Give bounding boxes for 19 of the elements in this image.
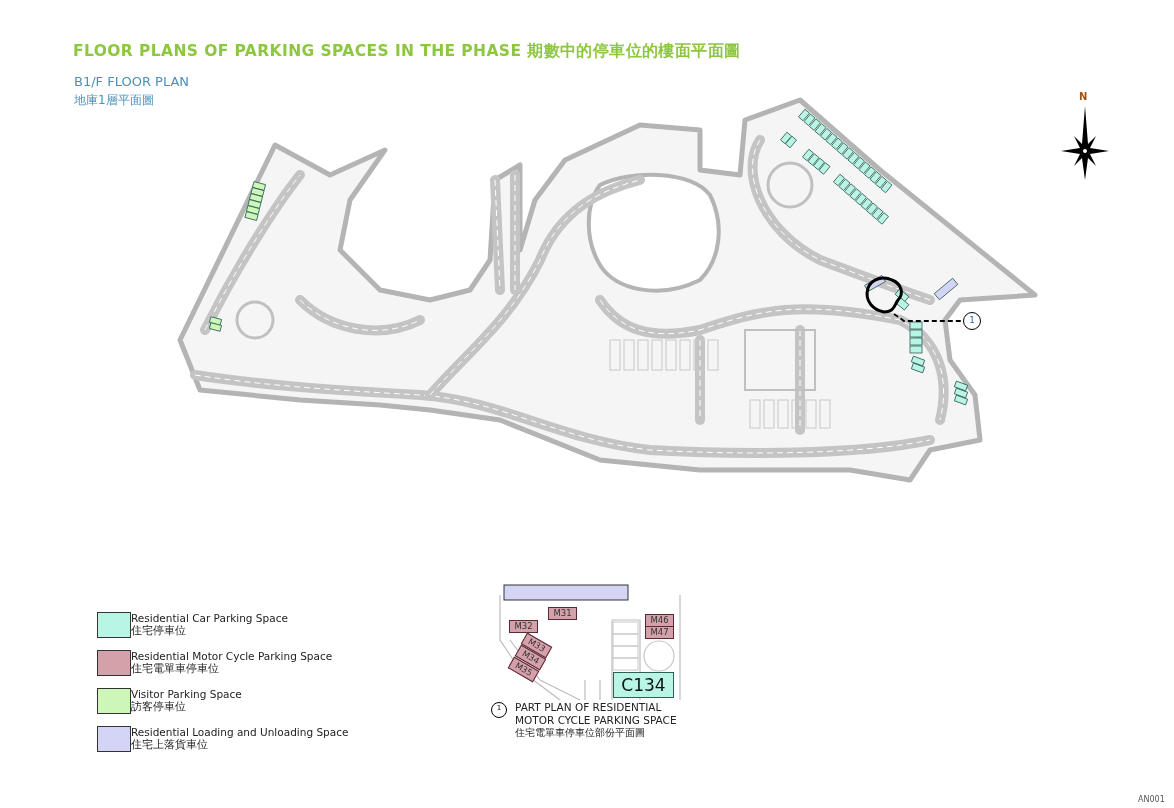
plan-heading-chinese: 地庫1層平面圖 <box>74 92 154 109</box>
parking-space-number: M32 <box>509 620 538 633</box>
plan-heading: B1/F FLOOR PLAN <box>74 74 190 89</box>
legend-label: Residential Car Parking Space 住宅停車位 <box>131 612 288 636</box>
legend-label: Residential Loading and Unloading Space 住宅上落貨車位 <box>131 726 349 750</box>
parking-space-number: M31 <box>548 607 577 620</box>
legend-label: Visitor Parking Space 訪客停車位 <box>131 688 242 712</box>
diagram-title: FLOOR PLANS OF PARKING SPACES IN THE PHASE 期數中的停車位的樓面平面圖 <box>73 41 741 62</box>
north-label: N <box>1079 91 1088 102</box>
section-marker <box>963 312 981 330</box>
outlined-area <box>864 276 906 314</box>
legend-label: Residential Motor Cycle Parking Space 住宅電單車停車位 <box>131 650 333 674</box>
parking-space-number: C134 <box>613 672 674 698</box>
dashed-connector <box>893 313 964 322</box>
parking-space-number: M47 <box>645 626 674 639</box>
part-plan-caption: PART PLAN OF RESIDENTIAL MOTOR CYCLE PARKING SPACE <box>515 701 678 727</box>
marker-number: 1 <box>969 317 975 325</box>
part-plan-caption-chinese: 住宅電單車停車位部份平面圖 <box>515 726 645 740</box>
sheet-number: AN001 <box>1138 795 1165 804</box>
